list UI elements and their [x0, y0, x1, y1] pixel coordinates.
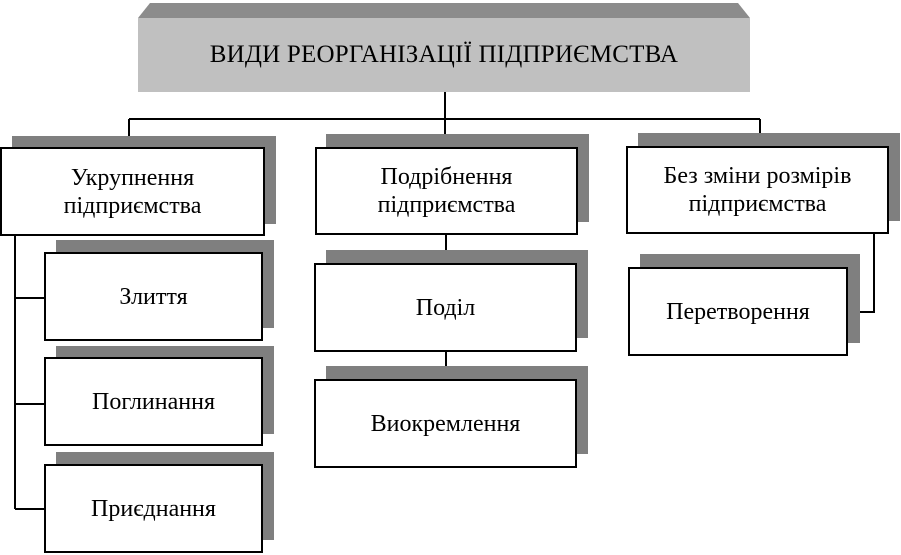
item-label: Перетворення: [666, 298, 810, 325]
branch-transformation: [860, 233, 875, 313]
item-label: Виокремлення: [370, 410, 521, 437]
group-label: Подрібнення підприємства: [377, 164, 516, 218]
item-label: Поглинання: [92, 388, 215, 415]
item-box-accession: Приєднання: [44, 464, 263, 553]
item-label: Злиття: [119, 283, 188, 310]
root-title: ВИДИ РЕОРГАНІЗАЦІЇ ПІДПРИЄМСТВА: [209, 41, 679, 68]
group-label: Без зміни розмірів підприємства: [663, 163, 852, 217]
item-box-absorption: Поглинання: [44, 357, 263, 446]
item-box-division: Поділ: [314, 263, 577, 352]
root-bevel: [138, 3, 750, 18]
group-box-fragmentation: Подрібнення підприємства: [315, 147, 578, 235]
item-box-merger: Злиття: [44, 252, 263, 341]
group-label: Укрупнення підприємства: [63, 164, 202, 219]
root-box: ВИДИ РЕОРГАНІЗАЦІЇ ПІДПРИЄМСТВА: [138, 18, 750, 92]
group-box-consolidation: Укрупнення підприємства: [0, 147, 265, 236]
item-box-transformation: Перетворення: [628, 267, 848, 356]
group-box-no-size-change: Без зміни розмірів підприємства: [626, 146, 889, 234]
item-label: Поділ: [415, 294, 476, 321]
item-label: Приєднання: [91, 495, 216, 522]
item-box-separation: Виокремлення: [314, 379, 577, 468]
